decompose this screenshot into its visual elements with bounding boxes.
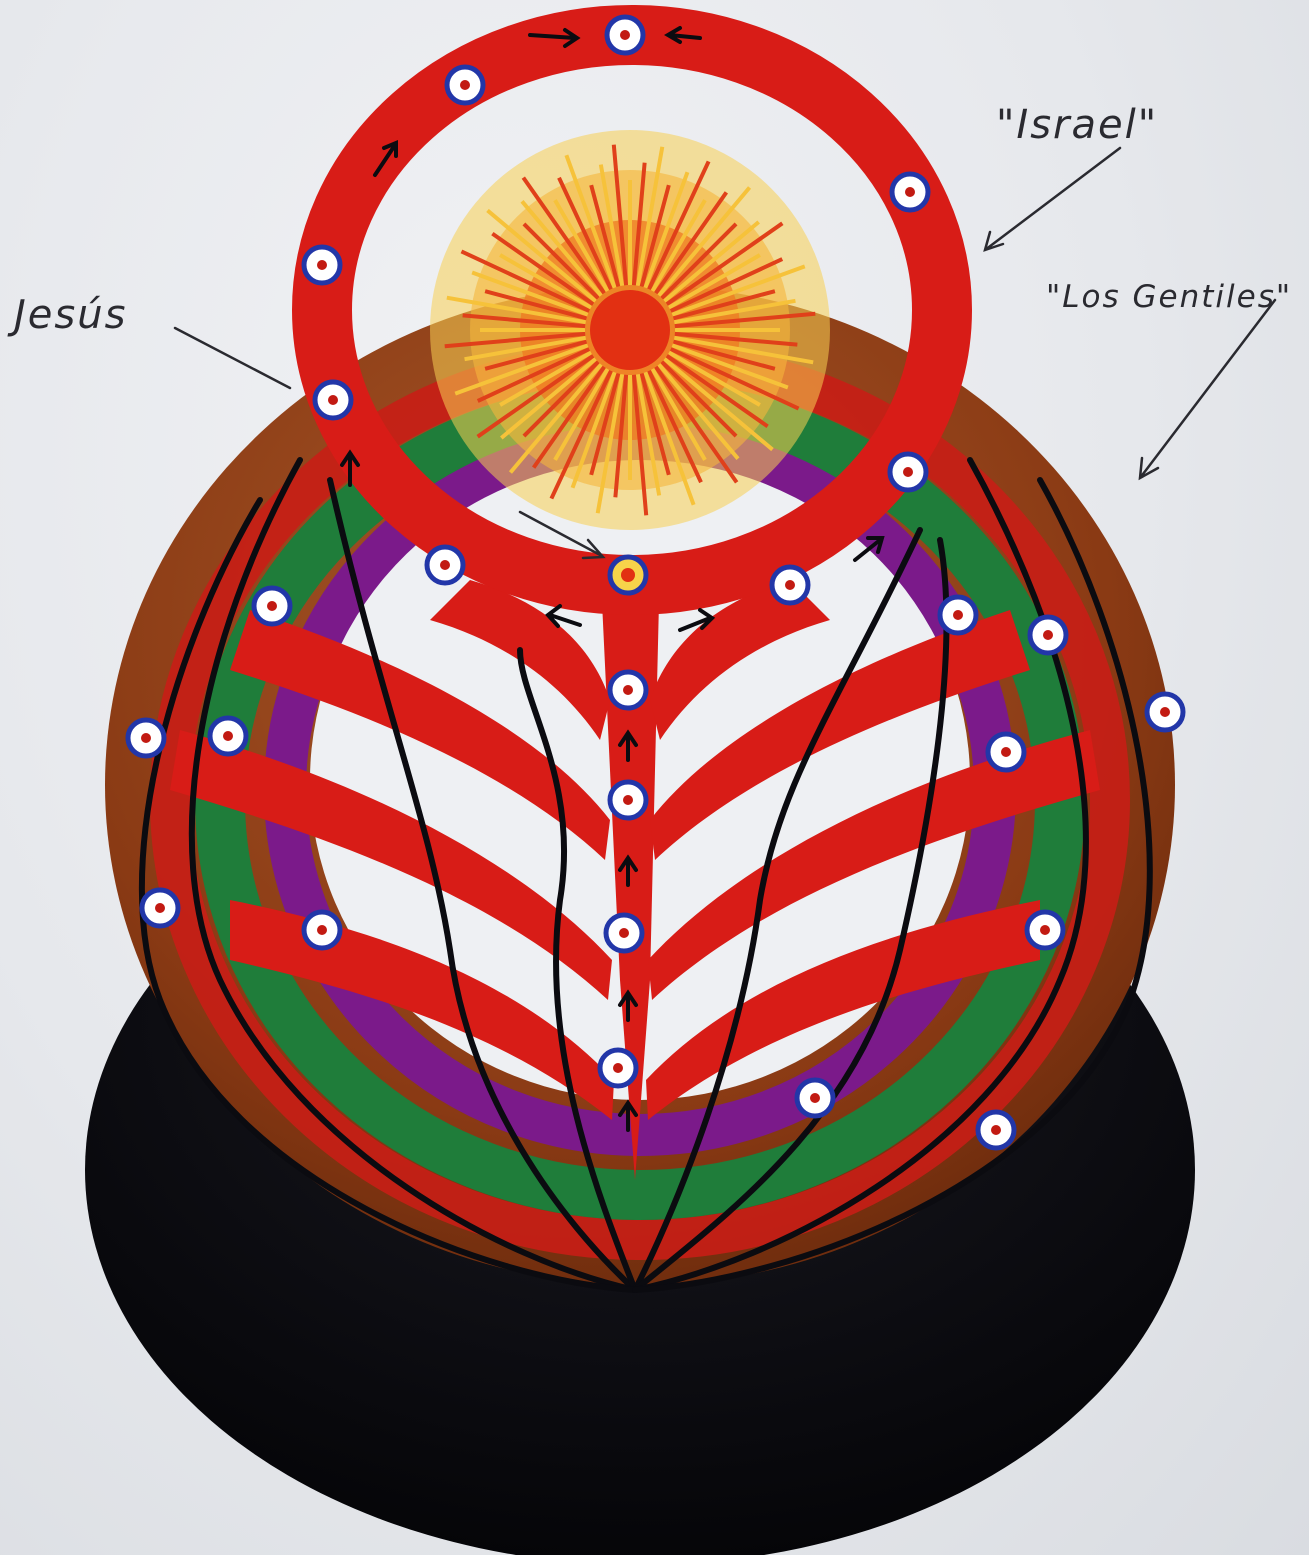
circle-marker-icon [610, 557, 646, 593]
circle-marker-icon [600, 1050, 636, 1086]
circle-marker-icon [606, 915, 642, 951]
circle-marker-icon [142, 890, 178, 926]
label-israel: "Israel" [996, 102, 1158, 148]
circle-marker-icon [254, 588, 290, 624]
circle-marker-icon [1147, 694, 1183, 730]
circle-marker-icon [988, 734, 1024, 770]
circle-marker-icon [797, 1080, 833, 1116]
jesus-pointer [175, 328, 290, 388]
israel-pointer [985, 148, 1120, 250]
circle-marker-icon [890, 454, 926, 490]
circle-marker-icon [315, 382, 351, 418]
circle-marker-icon [610, 672, 646, 708]
circle-marker-icon [210, 718, 246, 754]
circle-marker-icon [940, 597, 976, 633]
circle-marker-icon [304, 247, 340, 283]
circle-marker-icon [128, 720, 164, 756]
label-gentiles: "Los Gentiles" [1046, 279, 1292, 315]
gentiles-pointer [1140, 300, 1275, 478]
circle-marker-icon [772, 567, 808, 603]
circle-marker-icon [607, 17, 643, 53]
circle-marker-icon [427, 547, 463, 583]
sun-icon [430, 130, 830, 530]
circle-marker-icon [1030, 617, 1066, 653]
circle-marker-icon [610, 782, 646, 818]
circle-marker-icon [447, 67, 483, 103]
circle-marker-icon [1027, 912, 1063, 948]
label-jesus: Jesús [14, 292, 127, 338]
circle-marker-icon [978, 1112, 1014, 1148]
circle-marker-icon [304, 912, 340, 948]
circle-marker-icon [892, 174, 928, 210]
